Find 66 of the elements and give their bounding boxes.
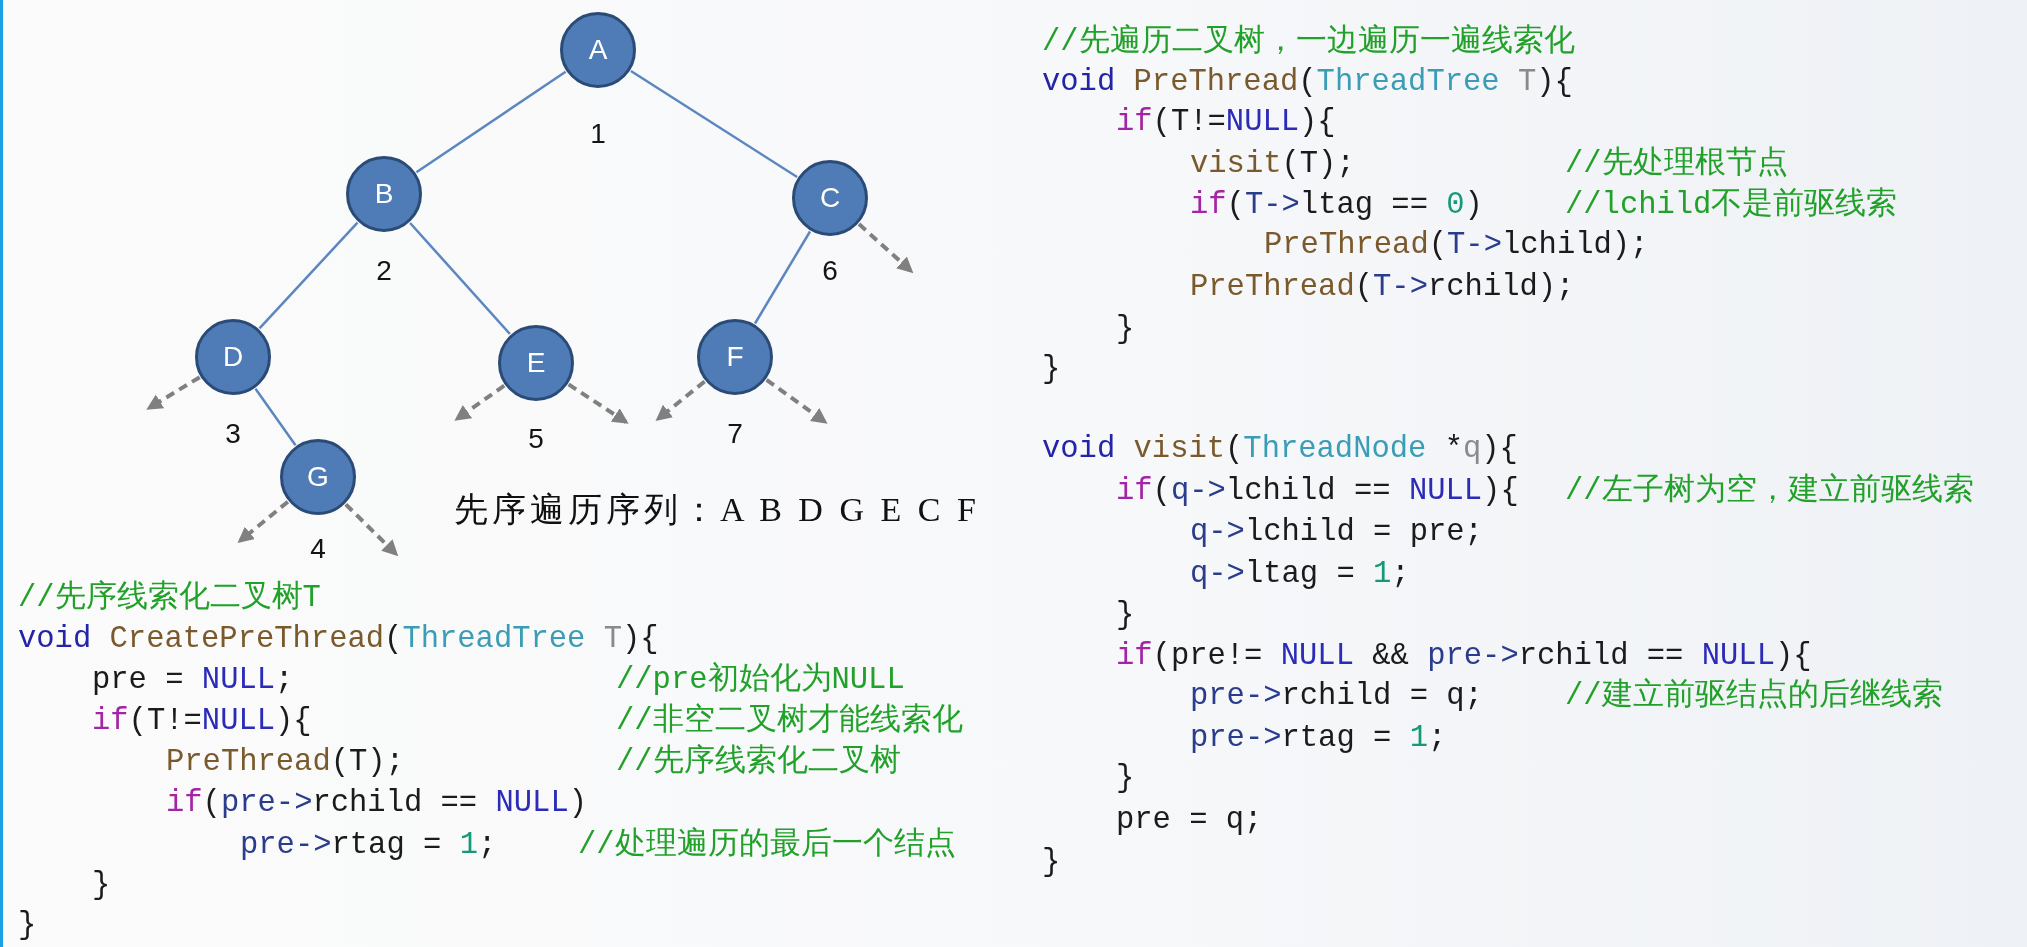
code-comment: //pre初始化为NULL	[616, 661, 905, 699]
node-order-number: 3	[225, 420, 241, 448]
code-line: PreThread(T->lchild);	[1264, 227, 1649, 264]
code-line: PreThread(T);	[166, 744, 404, 781]
code-comment: //lchild不是前驱线索	[1565, 186, 1898, 224]
tree-node: D	[195, 319, 271, 395]
code-line: pre = NULL;	[92, 662, 294, 699]
traversal-sequence: 先序遍历序列：A B D G E C F	[454, 490, 980, 530]
tree-node: A	[560, 12, 636, 88]
code-line: void CreatePreThread(ThreadTree T){	[18, 621, 659, 658]
tree-node: G	[280, 439, 356, 515]
code-line: }	[1042, 844, 1061, 881]
dashed-arrow	[857, 222, 914, 274]
node-order-number: 6	[822, 257, 838, 285]
code-line: PreThread(T->rchild);	[1190, 269, 1575, 306]
node-order-number: 4	[310, 535, 326, 563]
node-order-number: 7	[727, 420, 743, 448]
code-line: pre = q;	[1116, 802, 1263, 839]
code-line: if(T->ltag == 0)	[1190, 187, 1483, 224]
node-order-number: 5	[528, 425, 544, 453]
code-line: void PreThread(ThreadTree T){	[1042, 64, 1573, 101]
tree-edge	[630, 69, 798, 179]
tree-node: F	[697, 319, 773, 395]
tree-edge	[254, 388, 297, 446]
dashed-arrow	[344, 502, 399, 557]
code-comment: //先遍历二叉树，一边遍历一遍线索化	[1042, 23, 1575, 61]
tree-edge	[753, 230, 812, 325]
code-line: }	[1116, 760, 1135, 797]
dashed-arrow	[454, 383, 506, 421]
code-comment: //非空二叉树才能线索化	[616, 702, 963, 740]
node-order-number: 1	[590, 120, 606, 148]
code-line: }	[1042, 351, 1061, 388]
code-line: }	[92, 867, 111, 904]
tree-edge	[415, 70, 567, 174]
code-comment: //先序线索化二叉树	[616, 743, 901, 781]
code-comment: //建立前驱结点的后继线索	[1565, 677, 1943, 715]
dashed-arrow	[655, 379, 706, 421]
code-line: if(q->lchild == NULL){	[1116, 473, 1519, 510]
code-line: if(T!=NULL){	[92, 703, 312, 740]
dashed-arrow	[765, 378, 828, 424]
code-line: }	[1116, 597, 1135, 634]
dashed-arrow	[146, 375, 201, 410]
tree-node: C	[792, 160, 868, 236]
code-line: void visit(ThreadNode *q){	[1042, 431, 1518, 468]
code-line: pre->rtag = 1;	[1190, 720, 1447, 757]
code-comment: //左子树为空，建立前驱线索	[1565, 472, 1974, 510]
dashed-arrow	[567, 382, 629, 424]
code-line: pre->rtag = 1;	[240, 827, 497, 864]
code-line: q->lchild = pre;	[1190, 514, 1483, 551]
code-line: pre->rchild = q;	[1190, 678, 1483, 715]
code-line: q->ltag = 1;	[1190, 556, 1410, 593]
tree-node: E	[498, 325, 574, 401]
code-comment: //先序线索化二叉树T	[18, 579, 321, 617]
code-comment: //先处理根节点	[1565, 145, 1788, 183]
code-line: if(pre->rchild == NULL)	[166, 785, 587, 822]
dashed-arrow	[237, 500, 290, 544]
code-line: visit(T);	[1190, 146, 1355, 183]
code-line: }	[18, 907, 37, 944]
tree-edge	[409, 222, 511, 335]
node-order-number: 2	[376, 257, 392, 285]
code-line: if(T!=NULL){	[1116, 104, 1336, 141]
code-line: }	[1116, 311, 1135, 348]
tree-edge	[258, 221, 359, 330]
code-line: if(pre!= NULL && pre->rchild == NULL){	[1116, 638, 1812, 675]
code-comment: //处理遍历的最后一个结点	[578, 826, 956, 864]
tree-node: B	[346, 156, 422, 232]
